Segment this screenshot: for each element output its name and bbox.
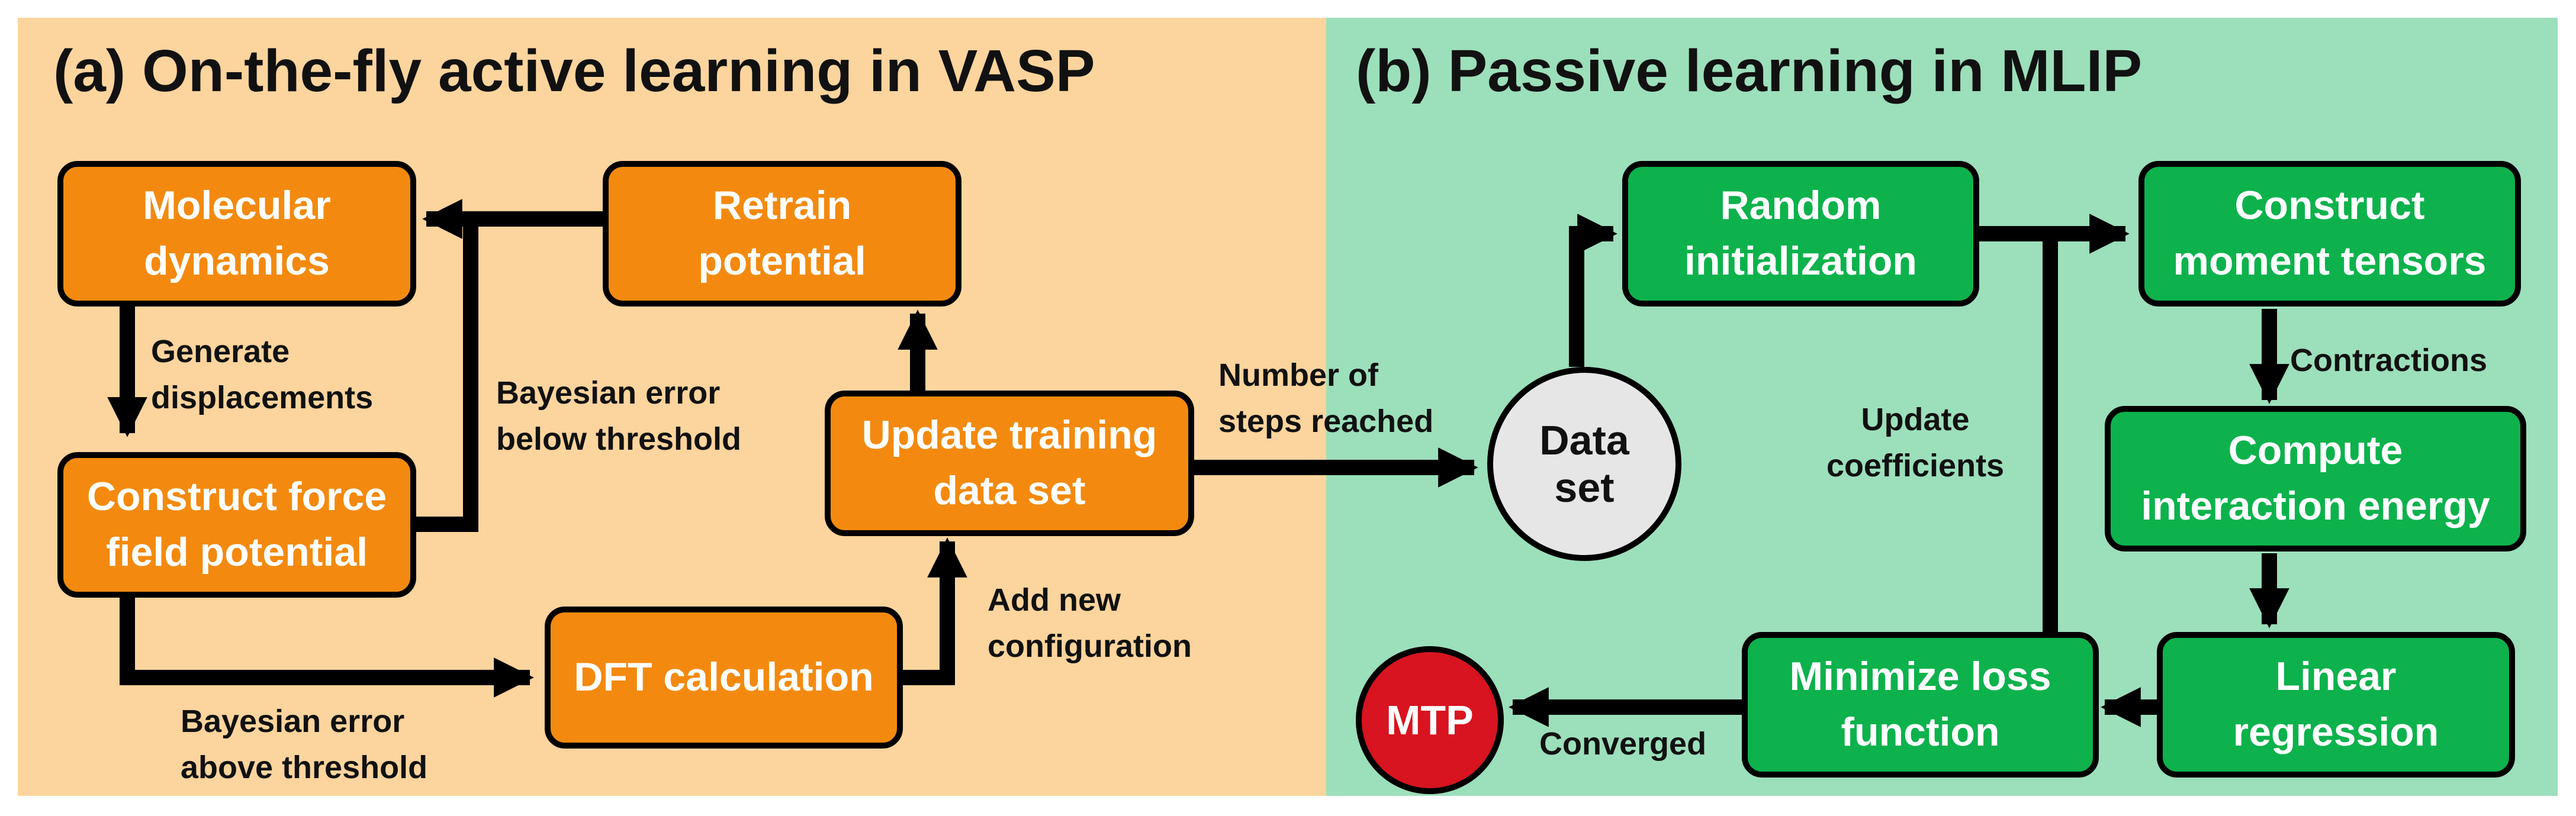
panel-b-title: (b) Passive learning in MLIP	[1356, 38, 2143, 104]
arrow-construct-to-md	[416, 219, 478, 532]
arrow-dataset-to-random	[1569, 214, 1617, 367]
mtp-node: MTP	[1356, 646, 1504, 794]
label-contractions: Contractions	[2290, 343, 2488, 378]
box-dft-calculation: DFT calculation	[545, 607, 903, 749]
label-converged: Converged	[1539, 726, 1707, 762]
arrow-construct-to-dft	[120, 598, 534, 698]
arrow-dft-to-update	[900, 537, 967, 685]
panel-a-title: (a) On-the-fly active learning in VASP	[53, 38, 1095, 104]
